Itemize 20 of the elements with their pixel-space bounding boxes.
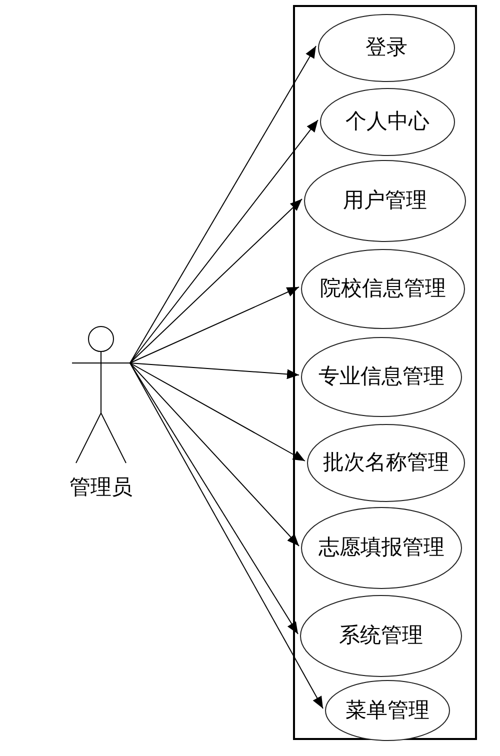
use-case-label: 用户管理: [343, 188, 427, 212]
association-arrow: [130, 362, 300, 546]
use-case-label: 批次名称管理: [323, 450, 449, 474]
association-arrow: [130, 198, 302, 364]
actor-label: 管理员: [70, 474, 132, 500]
association-arrow: [130, 46, 316, 364]
association-arrow: [130, 120, 318, 364]
association-arrow: [130, 362, 324, 709]
association-arrow: [130, 362, 298, 634]
association-arrow: [130, 286, 300, 364]
use-case-label: 菜单管理: [346, 698, 430, 722]
association-arrow: [130, 362, 300, 380]
use-case-label: 志愿填报管理: [318, 535, 444, 559]
use-case-label: 登录: [366, 35, 408, 59]
association-arrow: [130, 362, 306, 462]
use-case-label: 个人中心: [346, 109, 430, 133]
use-case-label: 专业信息管理: [318, 364, 444, 388]
system-boundary: [293, 5, 477, 740]
use-case-label: 系统管理: [339, 623, 423, 647]
use-case-label: 院校信息管理: [320, 276, 446, 300]
